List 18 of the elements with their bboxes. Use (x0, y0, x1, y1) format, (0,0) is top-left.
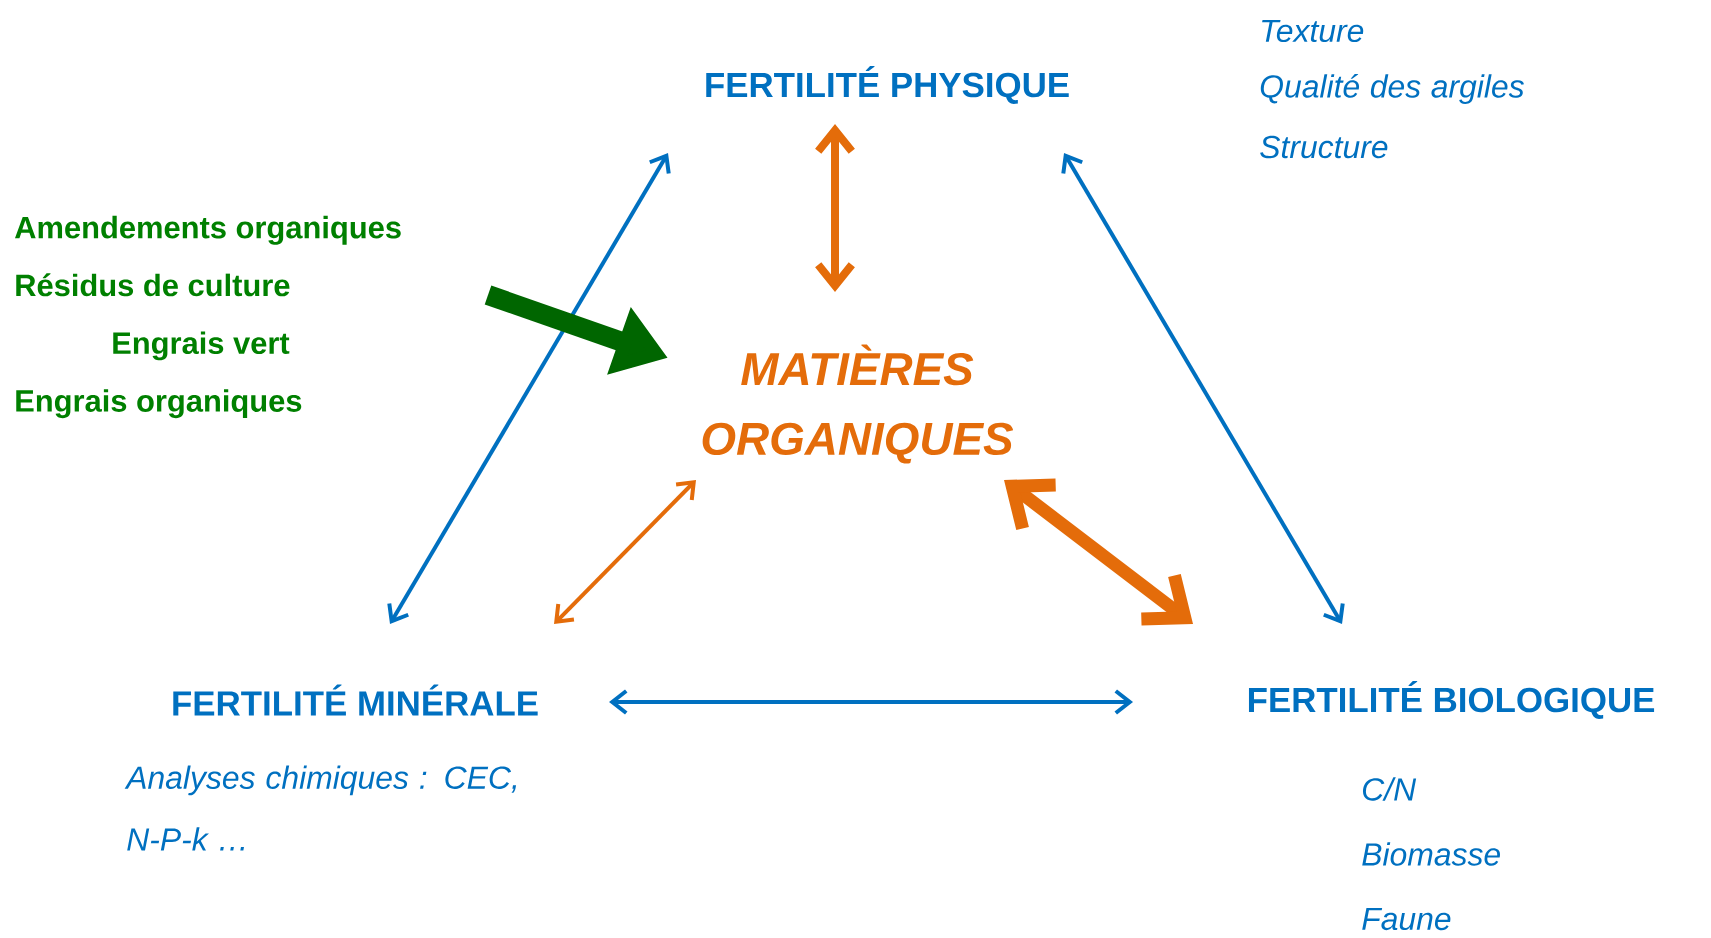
side-note: Faune (1362, 907, 1451, 931)
side-note: C/N (1363, 777, 1417, 801)
side-note: Texture (1262, 19, 1364, 43)
heading: FERTILITÉ MINÉRALE (173, 684, 538, 716)
side-note: Analyses chimiques : CEC, N-P-k … (124, 765, 517, 851)
arrow (609, 689, 1133, 715)
side-note: Qualité des argiles (1260, 73, 1524, 105)
arrow (387, 153, 671, 624)
arrow (1004, 478, 1193, 626)
center-heading: MATIÈRES ORGANIQUES (702, 344, 1014, 464)
arrow (1061, 153, 1345, 624)
text-list: Amendements organiques Résidus de culture Engrais vert Engrais organiques (14, 215, 401, 419)
heading: FERTILITÉ BIOLOGIQUE (1248, 681, 1655, 719)
heading: FERTILITÉ PHYSIQUE (706, 66, 1069, 104)
arrow (815, 124, 855, 292)
arrow (554, 480, 696, 624)
side-note: Structure (1260, 135, 1388, 159)
side-note: Biomasse (1362, 842, 1500, 866)
